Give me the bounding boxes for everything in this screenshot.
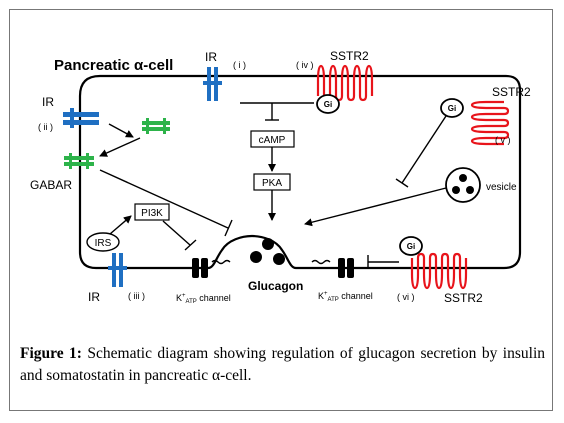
vesicle-label: vesicle (486, 182, 517, 193)
arrow-ir-gabar (108, 123, 134, 138)
ir-receptor-top (203, 67, 222, 101)
gi-protein-top (316, 94, 340, 114)
marker-ii: ( ii ) (38, 122, 53, 132)
ir-label-left: IR (42, 95, 54, 109)
arrow-vesicle-glucagon (304, 187, 447, 227)
cell-title: Pancreatic α-cell (54, 57, 173, 74)
ir-label-top: IR (205, 50, 217, 64)
vesicle-icon (445, 167, 481, 203)
inhibit-gabar-glucagon (99, 169, 229, 229)
marker-iv: ( iv ) (296, 60, 314, 70)
sstr2-label-top: SSTR2 (330, 49, 369, 63)
vesicle-granule (452, 186, 460, 194)
k-flux-left (211, 259, 231, 265)
vesicle-granule (459, 174, 467, 182)
marker-v: ( v ) (495, 135, 511, 145)
gi-label-top: Gi (324, 100, 332, 109)
caption-label: Figure 1: (20, 345, 82, 362)
pathway-connectors (99, 102, 447, 269)
marker-iii: ( iii ) (128, 291, 145, 301)
gi-label-right: Gi (448, 104, 456, 113)
ir-receptor-left (63, 108, 99, 128)
vesicle-granule (466, 186, 474, 194)
inhibit-gabar-bar (224, 219, 233, 237)
marker-i: ( i ) (233, 60, 246, 70)
pka-label: PKA (262, 178, 282, 189)
arrow-irs-pi3k (109, 215, 132, 235)
gabar-receptor-inner (142, 118, 170, 134)
gabar-receptor-membrane (64, 153, 94, 169)
figure-caption: Figure 1: Schematic diagram showing regu… (20, 343, 545, 387)
pi3k-box (134, 203, 170, 221)
sstr2-receptor-right (470, 100, 510, 146)
sstr2-label-bottom: SSTR2 (444, 291, 483, 305)
irs-node (86, 232, 120, 252)
k-atp-label-right: K+ATP channel (318, 291, 373, 303)
k-flux-right (311, 259, 331, 265)
gi-label-bottom: Gi (407, 242, 415, 251)
figure-frame (9, 9, 553, 411)
arrow-gabar-translocation (99, 137, 141, 157)
inhibit-pi3k-katp (162, 220, 191, 246)
inhibit-pi3k-bar (184, 239, 197, 251)
gabar-label: GABAR (30, 178, 72, 192)
k-atp-channel-left (192, 258, 208, 278)
glucagon-granules (250, 238, 285, 265)
gi-protein-bottom (399, 236, 423, 256)
irs-label: IRS (95, 238, 112, 249)
ir-label-bottom: IR (88, 290, 100, 304)
ir-receptor-bottom (108, 253, 127, 287)
cell-membrane (78, 74, 522, 270)
k-atp-channel-right (338, 258, 354, 278)
sstr2-receptor-bottom (410, 252, 468, 290)
inhibit-gi-vesicle (401, 115, 447, 184)
caption-text: Schematic diagram showing regulation of … (20, 345, 545, 384)
inhibit-gi-vesicle-bar (395, 178, 409, 188)
sstr2-label-right: SSTR2 (492, 85, 531, 99)
diagram: Pancreatic α-cell IR ( i ) IR ( ii ) GAB… (30, 49, 531, 305)
glucagon-label: Glucagon (248, 279, 303, 293)
gi-protein-right (440, 98, 464, 118)
k-atp-label-left: K+ATP channel (176, 293, 231, 305)
marker-vi: ( vi ) (397, 292, 415, 302)
pi3k-label: PI3K (141, 208, 163, 219)
camp-label: cAMP (259, 135, 286, 146)
